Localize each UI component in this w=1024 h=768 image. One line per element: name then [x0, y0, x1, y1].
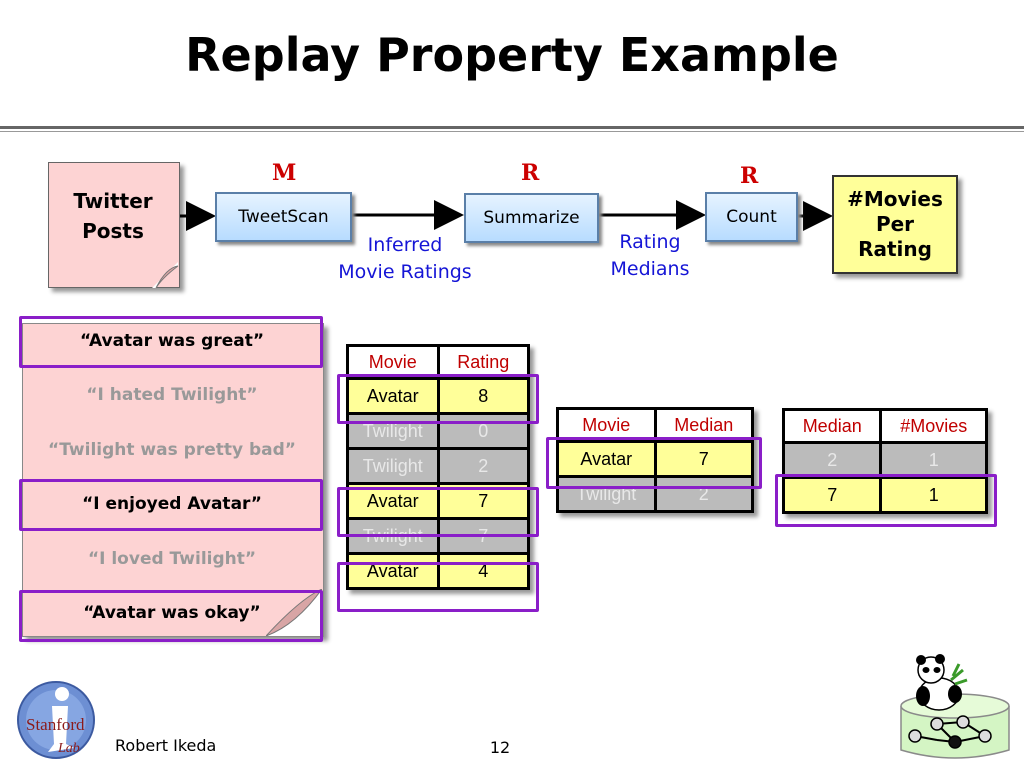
post-item: “I loved Twilight” — [87, 549, 257, 569]
twitter-posts-node — [48, 162, 180, 288]
table-cell: 1 — [879, 476, 988, 514]
table-row: Twilight 2 — [346, 447, 530, 485]
stanford-infolab-logo: Stanford Lab — [17, 681, 95, 759]
stage-label: Summarize — [483, 208, 580, 228]
table-cell: Twilight — [556, 475, 657, 513]
edge-label-line: Rating — [619, 231, 681, 253]
table-row: 2 1 — [781, 441, 988, 479]
stage-label: Count — [726, 207, 777, 227]
edge-label-line: Inferred — [367, 234, 443, 256]
post-item: “I hated Twilight” — [86, 385, 258, 405]
edge-label-rating-medians: Rating Medians — [590, 229, 710, 283]
table-cell: 2 — [436, 447, 530, 485]
table-cell: Avatar — [556, 440, 657, 478]
title-divider-thin — [0, 131, 1024, 132]
stage-label: TweetScan — [238, 207, 329, 227]
marker-reduce: R — [740, 163, 759, 189]
table-row: Avatar 4 — [346, 552, 530, 590]
counts-table-wrap: Median #Movies 2 1 7 1 — [781, 408, 988, 514]
edge-label-inferred-ratings: Inferred Movie Ratings — [320, 232, 490, 286]
table-cell: 4 — [436, 552, 530, 590]
row-highlight — [337, 374, 539, 424]
page-number: 12 — [489, 738, 511, 757]
panda-database-logo — [900, 654, 1010, 759]
source-label-line: Posts — [82, 219, 144, 243]
output-node — [832, 175, 958, 274]
stage-tweetscan: TweetScan — [215, 192, 352, 242]
post-item: “Avatar was great” — [79, 331, 265, 351]
post-item: “Twilight was pretty bad” — [48, 440, 296, 460]
table-row: Twilight 0 — [346, 412, 530, 450]
table-header: #Movies — [879, 408, 988, 444]
row-highlight — [337, 562, 539, 612]
table-cell: 1 — [879, 441, 988, 479]
table-row: Twilight 2 — [556, 475, 754, 513]
post-highlight — [19, 590, 323, 642]
table-cell: 8 — [436, 377, 530, 415]
slide-title: Replay Property Example — [185, 28, 839, 82]
counts-table: Median #Movies 2 1 7 1 — [781, 408, 988, 514]
table-cell: 2 — [781, 441, 883, 479]
output-label-line: Per — [875, 212, 915, 236]
row-highlight — [337, 487, 539, 537]
marker-map: M — [272, 160, 297, 186]
table-cell: 7 — [653, 440, 754, 478]
logo-text-lab: Lab — [57, 741, 80, 756]
source-label-line: Twitter — [73, 189, 153, 213]
table-cell: 7 — [781, 476, 883, 514]
post-highlight — [19, 479, 323, 531]
output-label-line: #Movies — [847, 187, 943, 211]
page-curl-icon — [266, 589, 322, 636]
table-cell: Twilight — [346, 447, 440, 485]
edge-label-line: Movie Ratings — [338, 261, 472, 283]
table-row: Avatar 8 — [346, 377, 530, 415]
table-cell: 2 — [653, 475, 754, 513]
table-row: Avatar 7 — [556, 440, 754, 478]
edge-label-line: Medians — [610, 258, 690, 280]
table-cell: Twilight — [346, 412, 440, 450]
output-label-line: Rating — [858, 237, 932, 261]
medians-table: Movie Median Avatar 7 Twilight 2 — [556, 407, 754, 513]
medians-table-wrap: Movie Median Avatar 7 Twilight 2 — [556, 407, 754, 513]
page-curl-icon — [152, 262, 179, 289]
row-highlight — [546, 437, 762, 489]
table-cell: Avatar — [346, 552, 440, 590]
stage-summarize: Summarize — [464, 193, 599, 243]
twitter-posts-label: Twitter Posts — [48, 186, 178, 246]
output-label: #Movies Per Rating — [832, 187, 958, 262]
post-item: “I enjoyed Avatar” — [82, 494, 262, 514]
table-header-row: Movie Median — [556, 407, 754, 443]
table-cell: Avatar — [346, 377, 440, 415]
workflow-arrows — [180, 200, 833, 231]
title-divider — [0, 126, 1024, 129]
table-header: Median — [781, 408, 883, 444]
post-highlight — [19, 316, 323, 368]
footer-author: Robert Ikeda — [115, 736, 217, 755]
row-highlight — [775, 474, 997, 527]
table-header-row: Median #Movies — [781, 408, 988, 444]
logo-text-stanford: Stanford — [26, 715, 85, 734]
table-row: 7 1 — [781, 476, 988, 514]
stage-count: Count — [705, 192, 798, 242]
marker-reduce: R — [521, 160, 540, 186]
table-cell: 0 — [436, 412, 530, 450]
post-item: “Avatar was okay” — [83, 603, 261, 623]
